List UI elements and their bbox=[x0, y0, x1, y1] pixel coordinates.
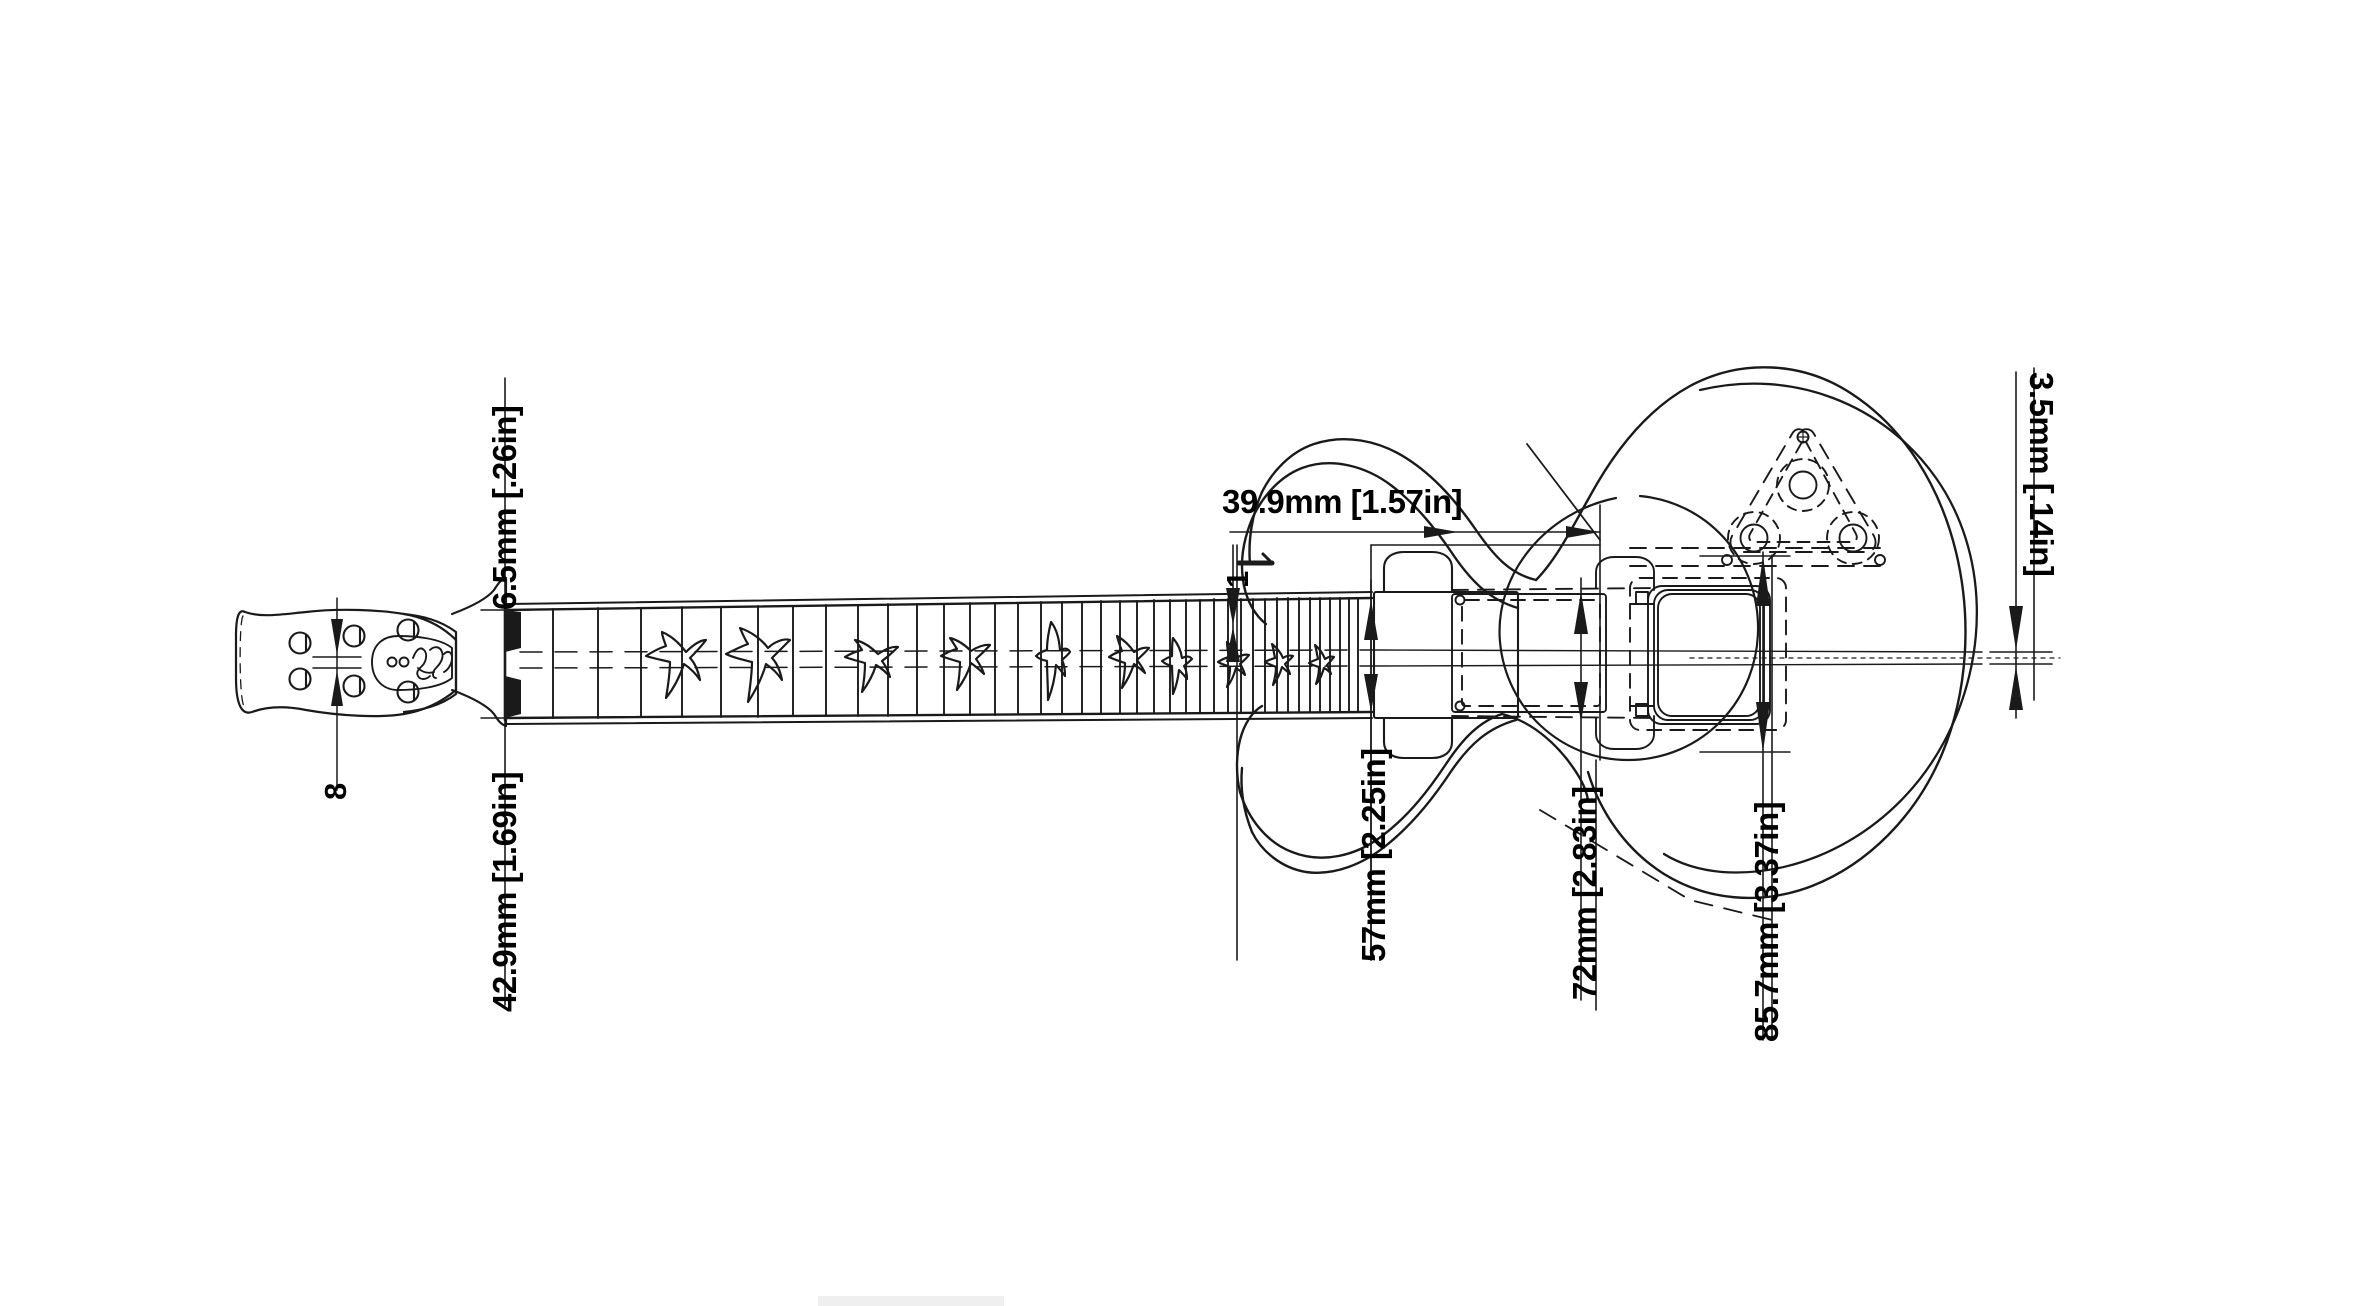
neck-heel bbox=[1372, 550, 1520, 760]
dim-label-fret-1: 1 bbox=[1220, 571, 1255, 588]
dim-label-neck-pickup-span: 72mm [2.83in] bbox=[1566, 786, 1603, 1000]
dim-72-arrow bbox=[1574, 577, 1588, 1001]
tuner-holes bbox=[288, 618, 420, 704]
dim-nut-spacing-arrow bbox=[312, 597, 362, 791]
neck-pickup bbox=[1451, 556, 1655, 750]
dim-label-heel-width: 57mm [2.25in] bbox=[1355, 748, 1392, 962]
dim-3-5-arrow bbox=[1989, 371, 2053, 719]
dim-85-7-arrow bbox=[1699, 551, 1791, 1041]
dim-label-fretboard-thickness: 6.5mm [.26in] bbox=[486, 405, 523, 610]
body-waist-circle bbox=[1498, 494, 1760, 762]
dim-39-9-line bbox=[1229, 526, 1601, 566]
bridge-pickup bbox=[1629, 577, 1787, 731]
dim-label-bridge-pickup-span: 85.7mm [3.37in] bbox=[1748, 801, 1785, 1042]
string-lines-body bbox=[1371, 649, 1983, 667]
dim-57-arrow bbox=[1364, 579, 1378, 961]
body-outline bbox=[1235, 366, 1967, 900]
dim-label-neck-joint-offset: 39.9mm [1.57in] bbox=[1222, 483, 1463, 520]
dim-label-body-edge-thickness: 3.5mm [.14in] bbox=[2023, 372, 2060, 577]
dim-label-neck-width-nut: 42.9mm [1.69in] bbox=[486, 771, 523, 1012]
nut-dim-crosslines bbox=[480, 609, 530, 719]
body-tail-circle bbox=[1662, 382, 1978, 874]
knob-leader bbox=[1526, 443, 1601, 541]
nut bbox=[503, 606, 521, 722]
headstock-outline bbox=[234, 576, 508, 728]
page-footer-strip bbox=[818, 1296, 1004, 1306]
frets bbox=[552, 597, 1359, 719]
bird-inlays bbox=[644, 620, 1336, 704]
control-knob-cluster bbox=[1629, 428, 1886, 567]
dim-label-nut-spacing: 8 bbox=[318, 783, 353, 800]
dim-1-arrow bbox=[1226, 544, 1240, 662]
